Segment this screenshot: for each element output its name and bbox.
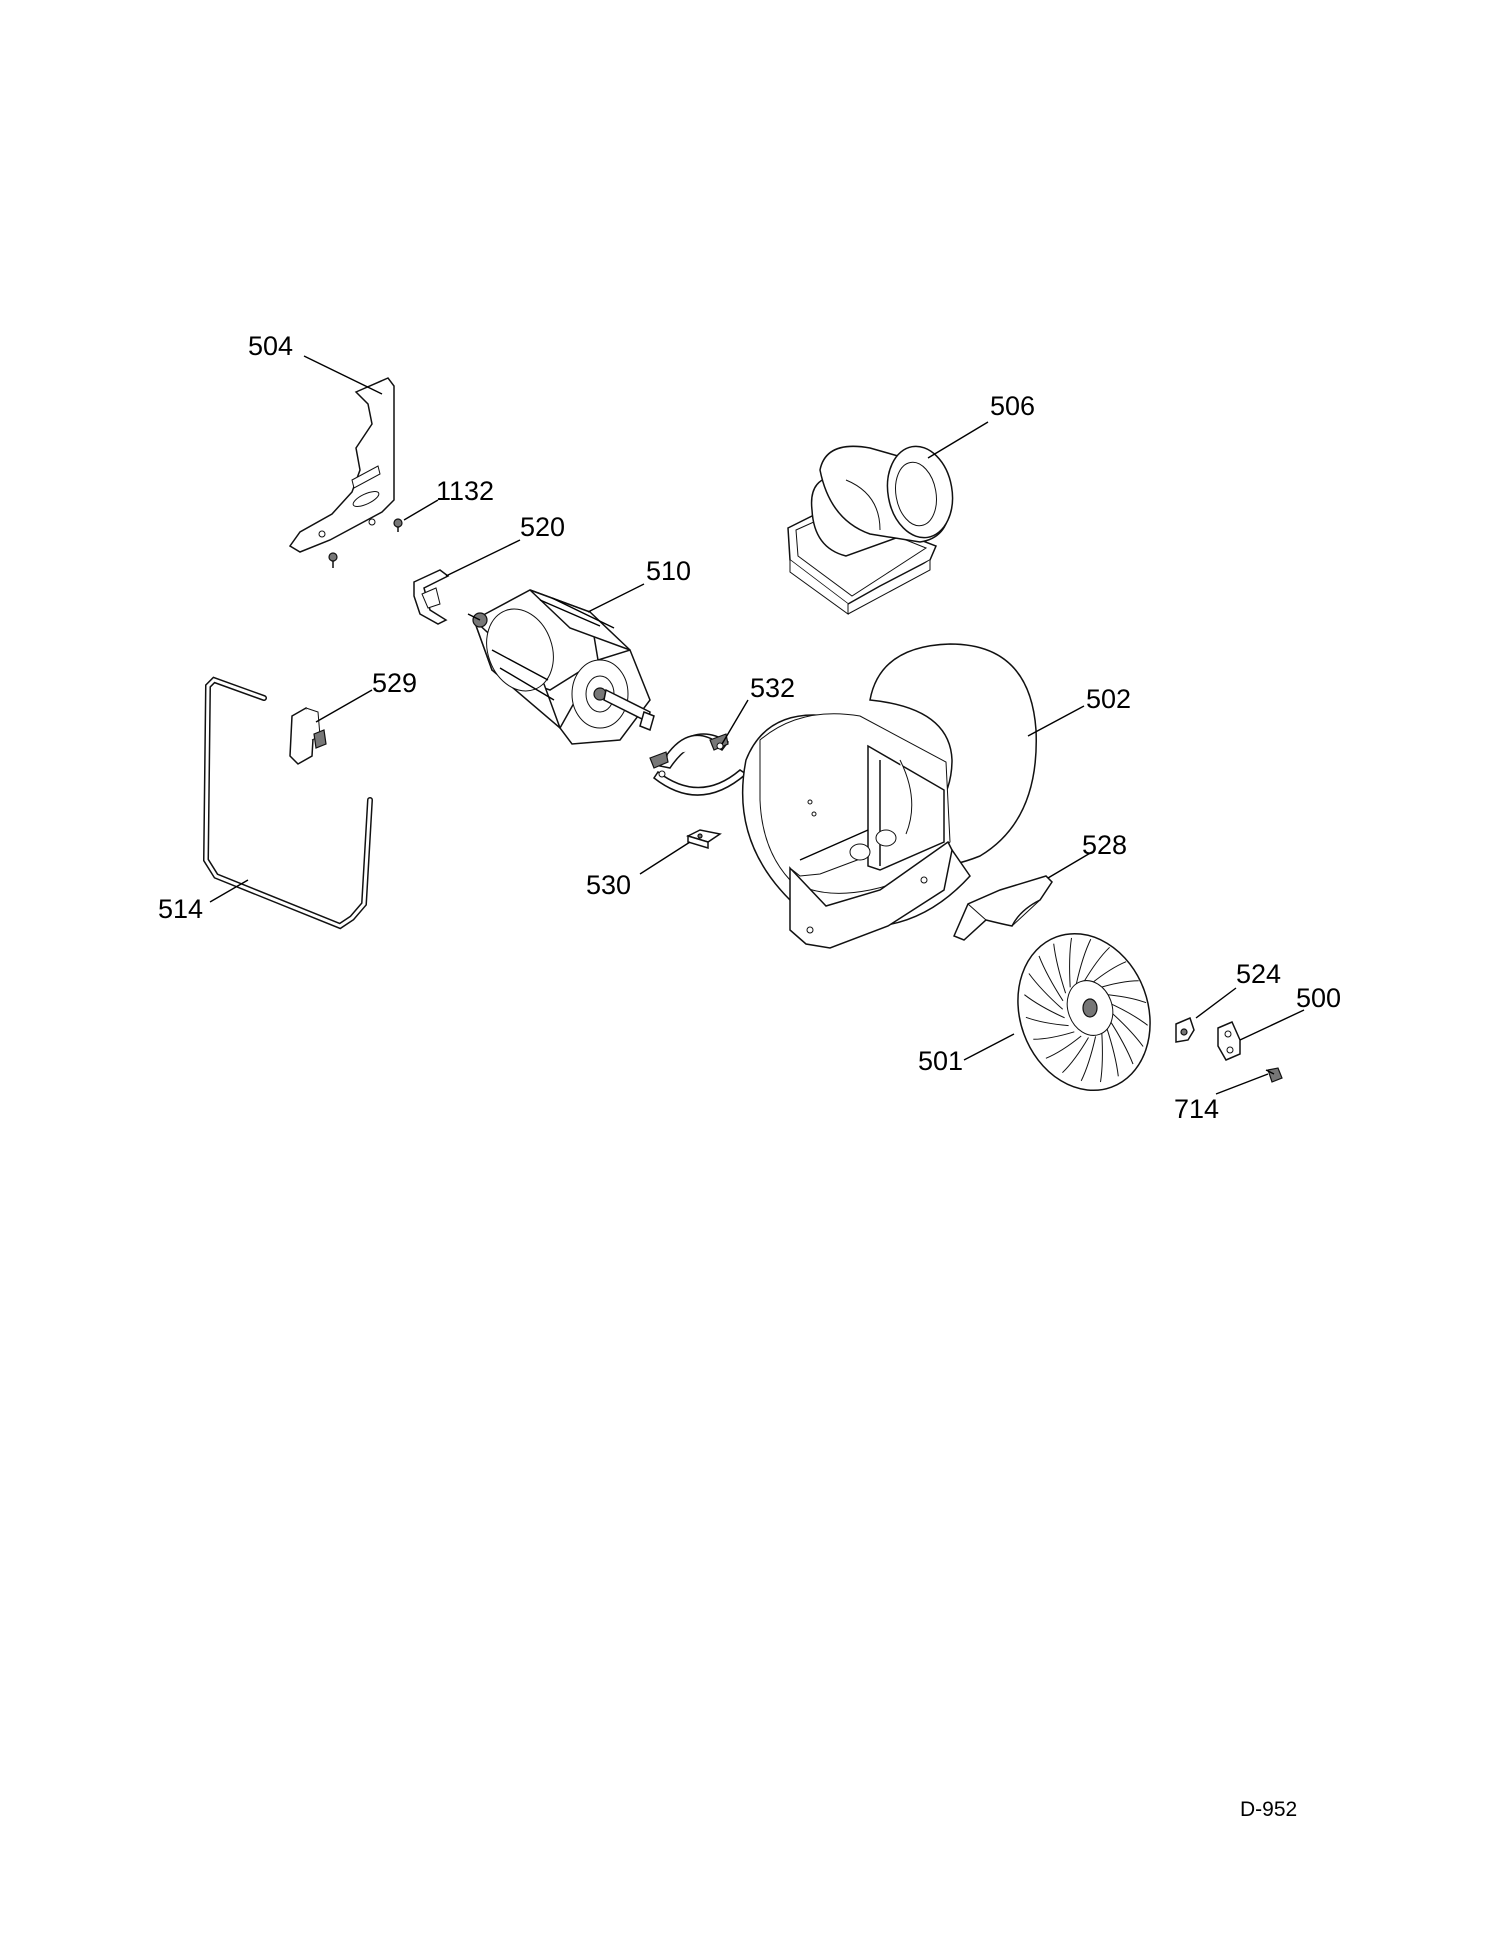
part-532-strap [649,733,748,796]
leader-lines [209,355,1305,1095]
bracket-screw [328,552,338,568]
label-529: 529 [372,668,417,698]
blower-blade [1045,1035,1082,1059]
part-714-screw [1265,1067,1283,1083]
label-504: 504 [248,331,293,361]
blower-blade [1024,994,1065,1019]
blower-blade [1062,1037,1089,1074]
blower-blade [1069,937,1072,988]
label-501: 501 [918,1046,963,1076]
blower-blade [1038,955,1064,1002]
blower-blade [1075,938,1092,984]
blower-blade [1090,961,1127,985]
part-524-clip [1175,1016,1195,1043]
label-510: 510 [646,556,691,586]
label-520: 520 [520,512,565,542]
label-714: 714 [1174,1094,1219,1124]
part-520-clip [413,569,450,625]
label-500: 500 [1296,983,1341,1013]
part-500-plate [1217,1021,1241,1061]
blower-blade [1108,1018,1134,1065]
part-506-duct [787,445,954,615]
part-510-motor [467,589,655,745]
part-528-seal [953,875,1053,941]
blower-blade [1105,1026,1119,1077]
blower-blade [1100,1032,1103,1083]
blower-blade [1033,1031,1075,1040]
label-532: 532 [750,673,795,703]
label-528: 528 [1082,830,1127,860]
part-501-blower-wheel [1017,932,1151,1092]
part-514-belt [202,676,373,930]
blower-blade [1028,973,1064,1010]
blower-blade [1053,943,1067,994]
label-524: 524 [1236,959,1281,989]
drawing-id: D-952 [1240,1798,1297,1821]
blower-blade [1025,1016,1069,1027]
label-1132: 1132 [436,476,494,506]
blower-blade [1083,946,1110,983]
part-530-clip [685,829,722,850]
label-530: 530 [586,870,631,900]
part-502-blower-housing [741,643,1037,949]
blower-blade [1080,1036,1097,1082]
label-502: 502 [1086,684,1131,714]
part-529-switch [289,706,327,765]
part-labels: 504 506 1132 520 510 529 532 502 514 530… [158,331,1341,1124]
label-506: 506 [990,391,1035,421]
part-504-bracket [288,377,395,553]
label-514: 514 [158,894,203,924]
part-1132-screw [393,518,403,532]
